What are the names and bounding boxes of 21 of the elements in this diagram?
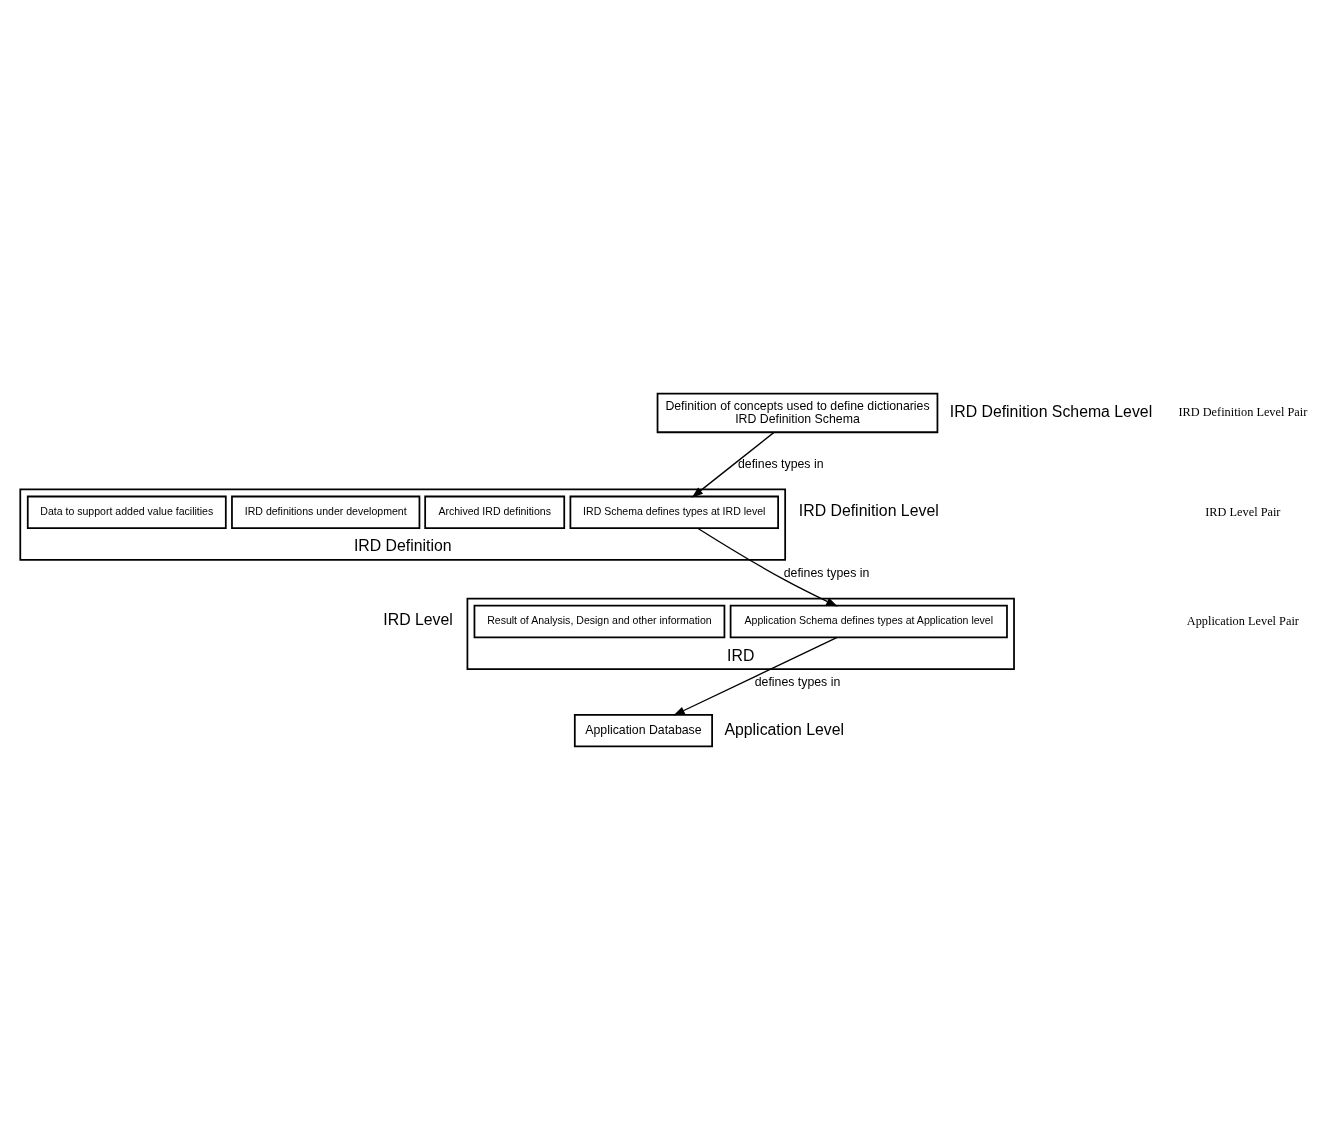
node-box: Application Database — [573, 713, 713, 747]
node-box: Application Schema defines types at Application level — [729, 604, 1008, 638]
node-label: IRD Definition Level — [798, 501, 939, 519]
label: IRD Definition Level Pair — [1178, 404, 1308, 419]
node-label: Application Level — [724, 720, 845, 738]
node-box: Result of Analysis, Design and other information — [473, 604, 726, 638]
edge-label: defines types in — [783, 565, 870, 580]
label: Application Level Pair — [1186, 613, 1299, 628]
edge-label: defines types in — [737, 456, 824, 471]
node-label: IRD Level — [383, 610, 453, 628]
node-box: IRD Schema defines types at IRD level — [569, 495, 779, 529]
node-label: IRD Definition Schema Level — [949, 402, 1153, 420]
arrow — [691, 431, 775, 498]
arrow — [697, 527, 838, 606]
node-box: Data to support added value facilities — [26, 495, 227, 529]
edge-label: defines types in — [754, 674, 841, 689]
node-box: Definition of concepts used to define dictionaries IRD Definition Schema — [656, 392, 939, 433]
label: IRD Level Pair — [1205, 504, 1281, 519]
node-box: IRD definitions under development — [231, 495, 421, 529]
node-box: Archived IRD definitions — [424, 495, 566, 529]
arrow — [673, 636, 838, 715]
